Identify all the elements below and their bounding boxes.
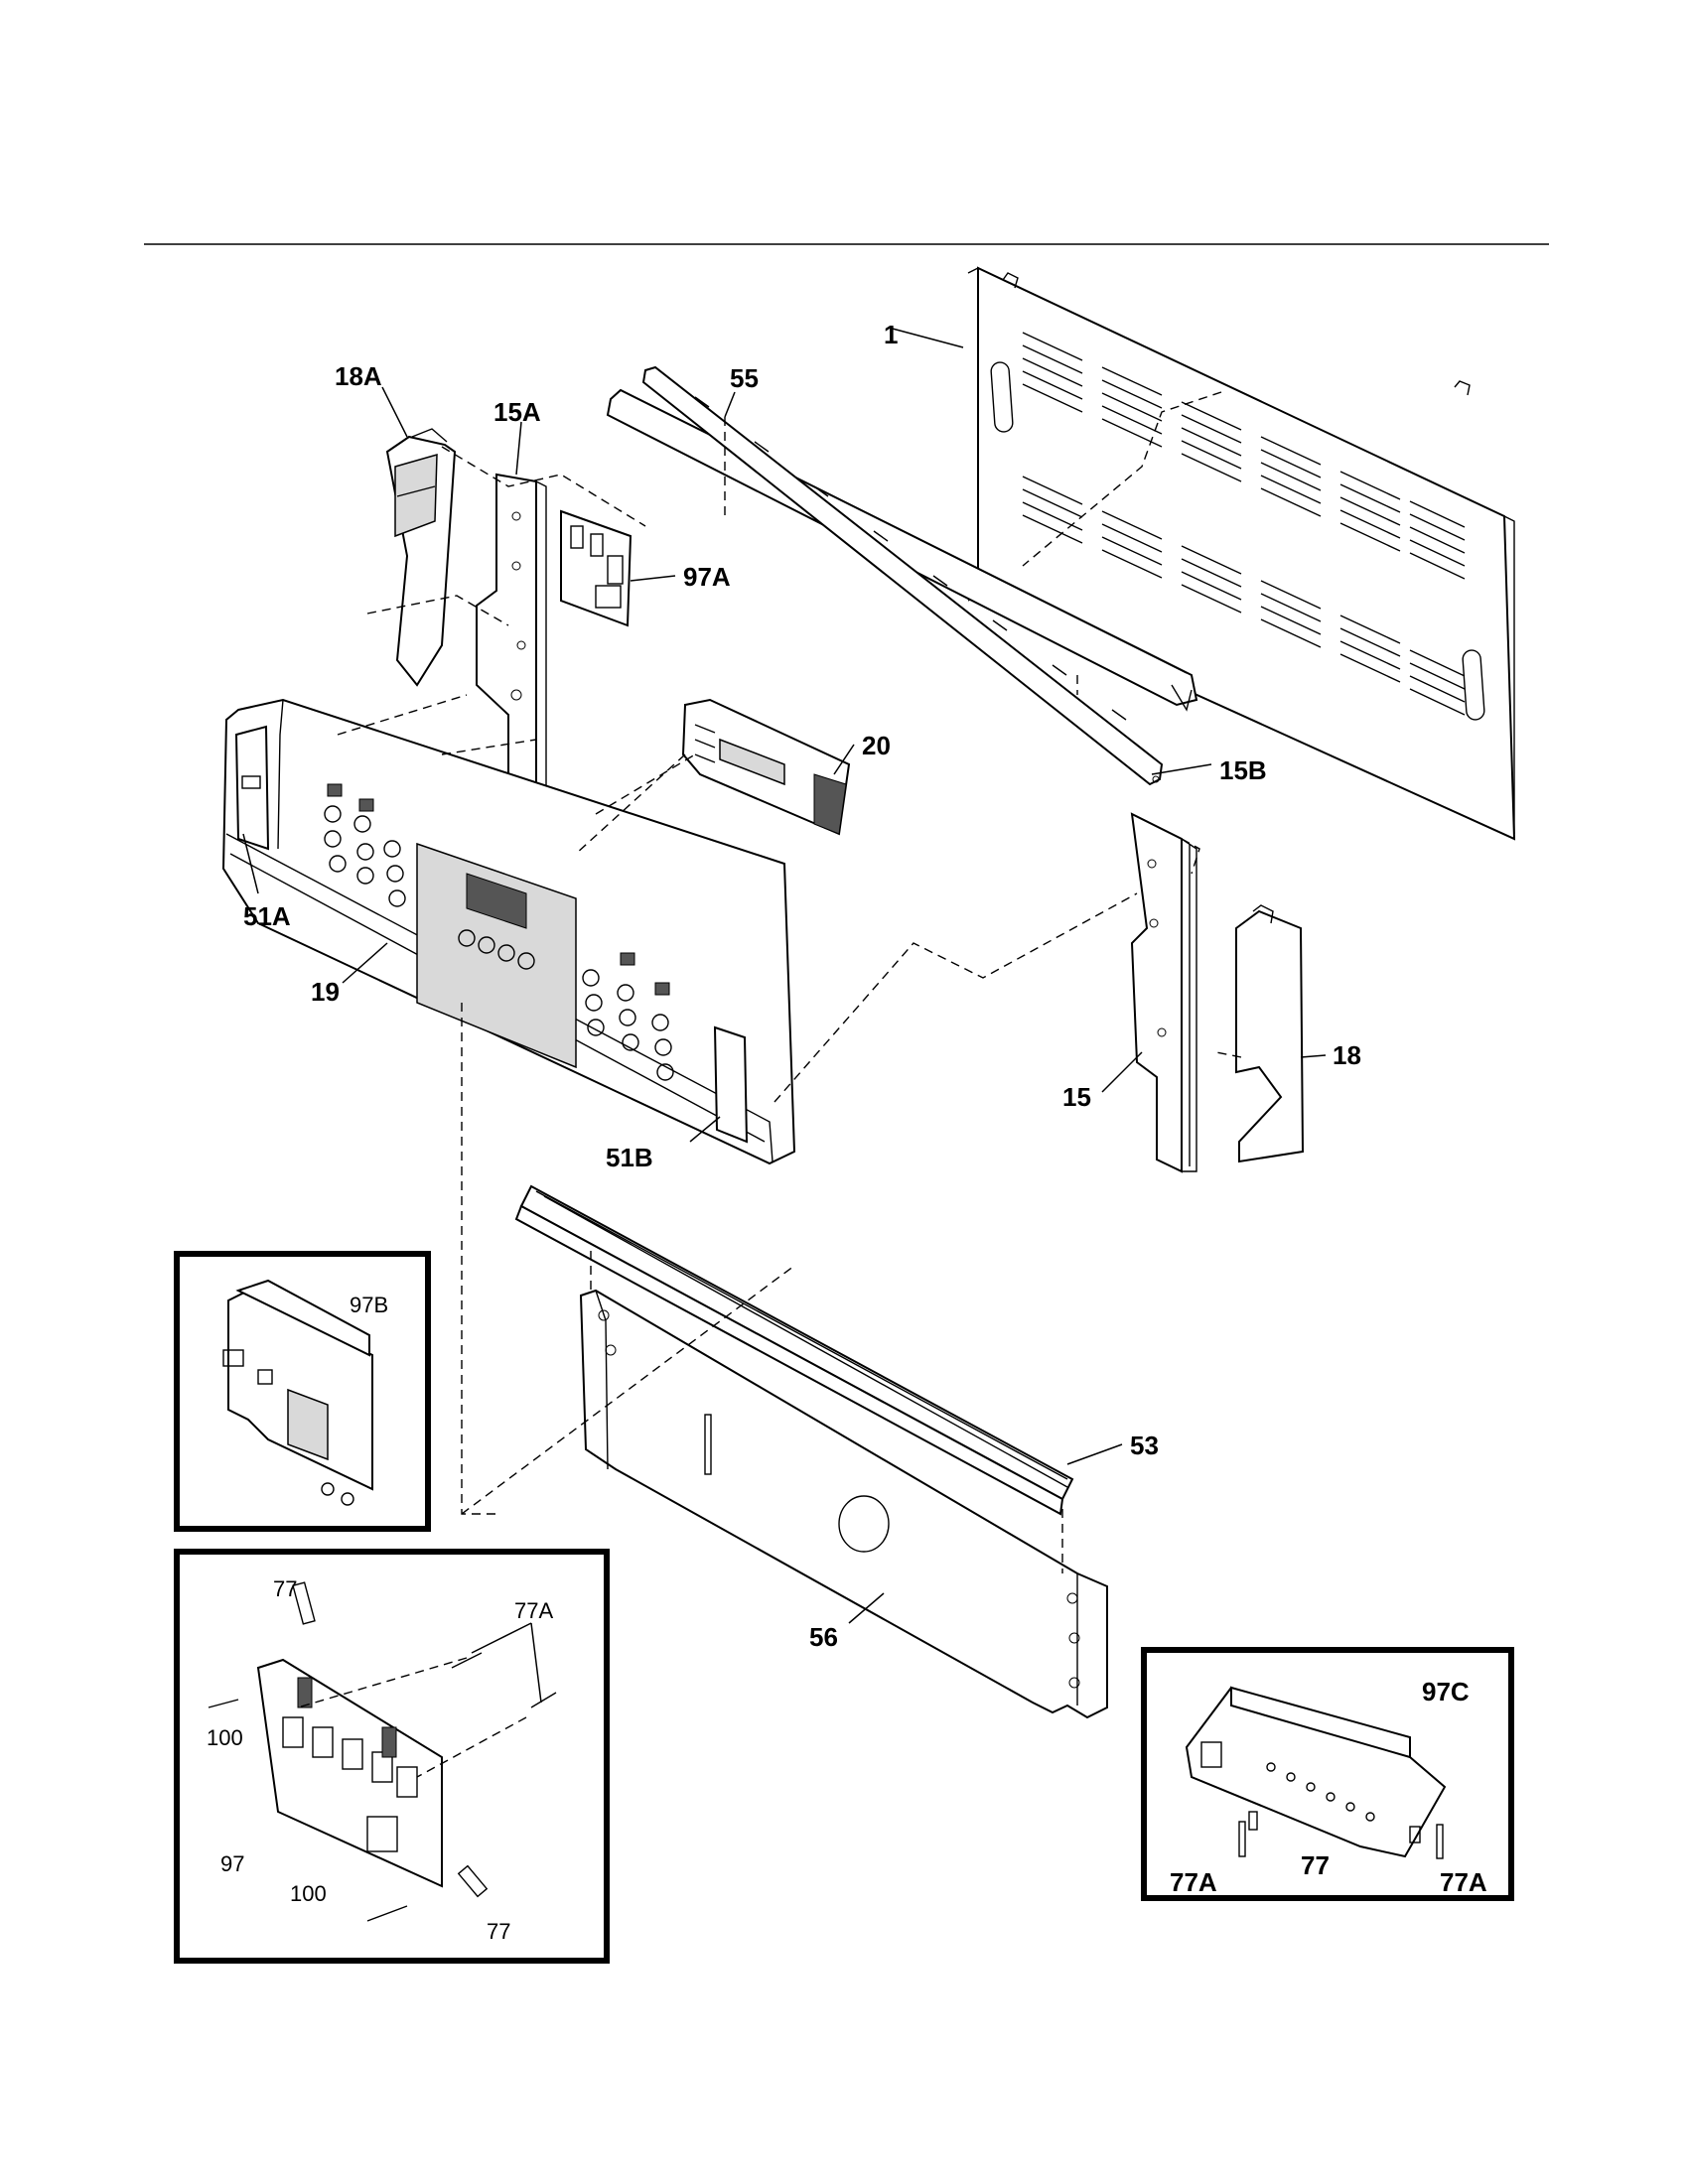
label-97b: 97B bbox=[350, 1293, 388, 1317]
leader-lines bbox=[242, 327, 1327, 1624]
label-1: 1 bbox=[884, 320, 898, 349]
label-97: 97 bbox=[220, 1851, 244, 1876]
label-20: 20 bbox=[862, 731, 891, 760]
assembly-lines bbox=[337, 391, 1242, 1573]
label-97c: 97C bbox=[1422, 1677, 1470, 1706]
label-56: 56 bbox=[809, 1622, 838, 1652]
part-19-control-panel bbox=[221, 698, 796, 1165]
part-labels: 1 18A 15A 55 97A 20 15B 51A 19 18 15 51B… bbox=[207, 320, 1487, 1944]
label-19: 19 bbox=[311, 977, 340, 1007]
label-53: 53 bbox=[1130, 1431, 1159, 1460]
inset-97c bbox=[1141, 1647, 1514, 1901]
part-1-rear-panel bbox=[967, 266, 1516, 841]
label-15: 15 bbox=[1062, 1082, 1091, 1112]
label-18: 18 bbox=[1333, 1040, 1361, 1070]
label-77a: 77A bbox=[514, 1598, 553, 1623]
part-15a-bracket bbox=[476, 473, 547, 811]
part-97a-board bbox=[560, 509, 633, 627]
label-77a-right: 77A bbox=[1440, 1867, 1487, 1897]
part-18-end-cap bbox=[1235, 904, 1305, 1163]
inset-97b bbox=[174, 1251, 431, 1532]
label-51b: 51B bbox=[606, 1143, 653, 1172]
label-51a: 51A bbox=[243, 901, 291, 931]
label-100-bottom: 100 bbox=[290, 1881, 327, 1906]
label-18a: 18A bbox=[335, 361, 382, 391]
part-53-channel bbox=[514, 1184, 1074, 1516]
label-77-bottom: 77 bbox=[487, 1919, 510, 1944]
label-100-left: 100 bbox=[207, 1725, 243, 1750]
part-56-lower-panel bbox=[579, 1289, 1108, 1719]
part-18a-end-cap bbox=[385, 428, 457, 687]
inset-97 bbox=[174, 1549, 610, 1964]
part-15-bracket bbox=[1130, 812, 1197, 1173]
label-15b: 15B bbox=[1219, 755, 1267, 785]
part-15b-rail bbox=[641, 365, 1164, 786]
part-20-control-module bbox=[681, 698, 851, 836]
label-55: 55 bbox=[730, 363, 759, 393]
label-97a: 97A bbox=[683, 562, 731, 592]
label-77a-left: 77A bbox=[1170, 1867, 1217, 1897]
label-15a: 15A bbox=[493, 397, 541, 427]
label-77-top: 77 bbox=[273, 1576, 297, 1601]
label-77: 77 bbox=[1301, 1850, 1330, 1880]
